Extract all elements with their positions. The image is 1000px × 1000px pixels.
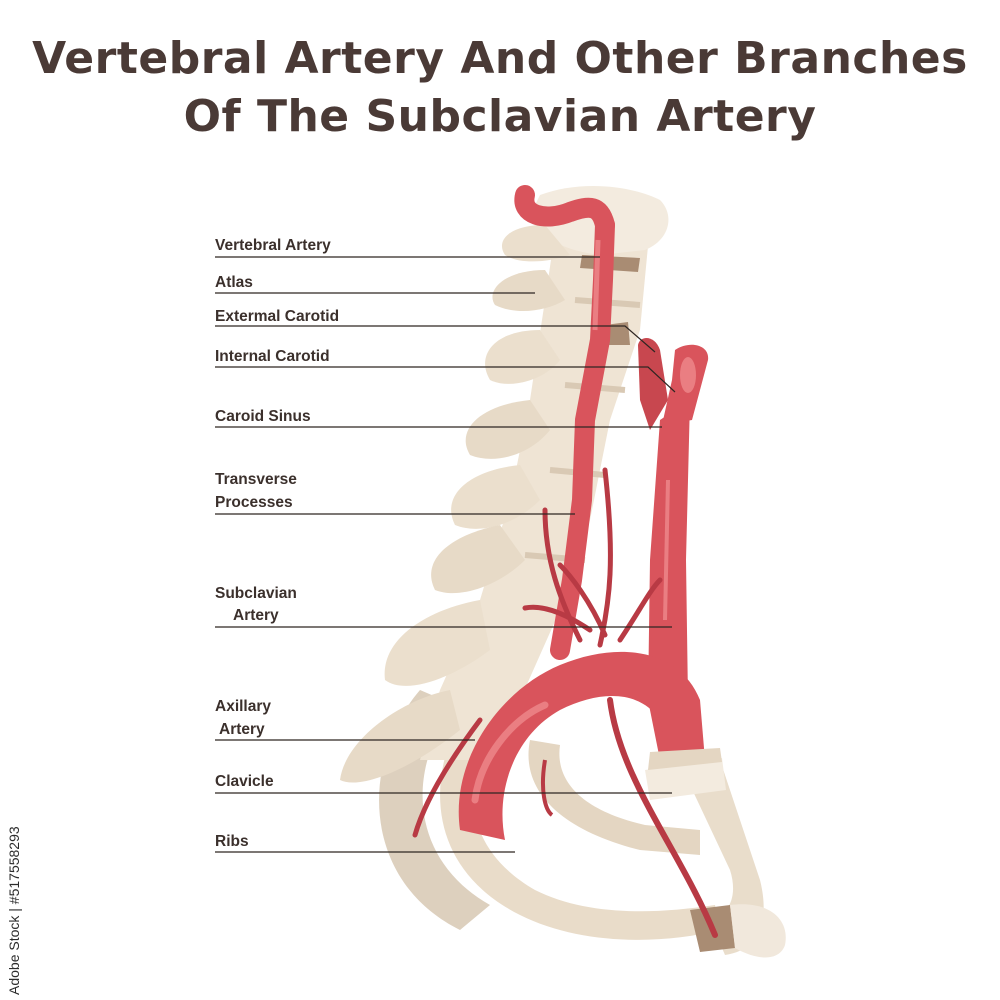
- carotid-highlight: [663, 479, 670, 621]
- label-ribs: Ribs: [215, 833, 249, 850]
- label-axillary-artery-line2: Artery: [219, 721, 265, 738]
- clavicle: [645, 748, 726, 800]
- diagram-title: Vertebral Artery And Other Branches Of T…: [0, 30, 1000, 146]
- leader-external-carotid: [215, 325, 656, 353]
- label-axillary-artery-line1: Axillary: [215, 698, 272, 715]
- clavicle-top: [648, 748, 722, 770]
- transverse-process-8: [340, 690, 460, 783]
- label-subclavian-artery-line1: Subclavian: [215, 585, 297, 602]
- subclavian-artery: [412, 467, 718, 938]
- clavicle-bone: [645, 758, 726, 800]
- leader-internal-carotid: [215, 366, 676, 393]
- transverse-process-3: [485, 330, 560, 384]
- transverse-process-7: [384, 600, 490, 686]
- title-line-1: Vertebral Artery And Other Branches: [32, 33, 968, 84]
- leader-lines: [215, 256, 676, 853]
- rib-long: [440, 700, 720, 940]
- transverse-process-6: [431, 525, 525, 594]
- label-transverse-processes-line2: Processes: [215, 494, 293, 511]
- internal-carotid: [638, 338, 668, 430]
- rib-end-cap: [730, 904, 786, 958]
- label-external-carotid: Extermal Carotid: [215, 308, 340, 325]
- vertebral-artery-loop: [514, 185, 615, 235]
- label-subclavian-artery-line2: Artery: [233, 607, 279, 624]
- thyrocervical-branches: [522, 467, 663, 648]
- vertebra-cartilage: [605, 322, 630, 345]
- subclavian-highlight: [471, 701, 549, 804]
- transverse-process-4: [465, 400, 550, 459]
- transverse-process-2: [492, 270, 565, 312]
- label-vertebral-artery: Vertebral Artery: [215, 237, 331, 254]
- artery-highlight: [592, 239, 601, 331]
- internal-thoracic-branch: [607, 697, 718, 938]
- transverse-process-1: [501, 225, 570, 262]
- transverse-process-5: [451, 465, 540, 529]
- minor-branch: [541, 759, 554, 817]
- label-transverse-processes-line1: Transverse: [215, 471, 297, 488]
- stock-watermark: Adobe Stock | #517558293: [6, 826, 22, 995]
- label-internal-carotid: Internal Carotid: [215, 348, 330, 365]
- label-clavicle: Clavicle: [215, 773, 274, 790]
- label-atlas: Atlas: [215, 274, 253, 291]
- subclavian-arch: [458, 651, 705, 840]
- title-line-2: Of The Subclavian Artery: [183, 91, 817, 142]
- carotid-highlight: [680, 357, 696, 393]
- axillary-branch: [412, 717, 483, 838]
- label-carotid-sinus: Caroid Sinus: [215, 408, 311, 425]
